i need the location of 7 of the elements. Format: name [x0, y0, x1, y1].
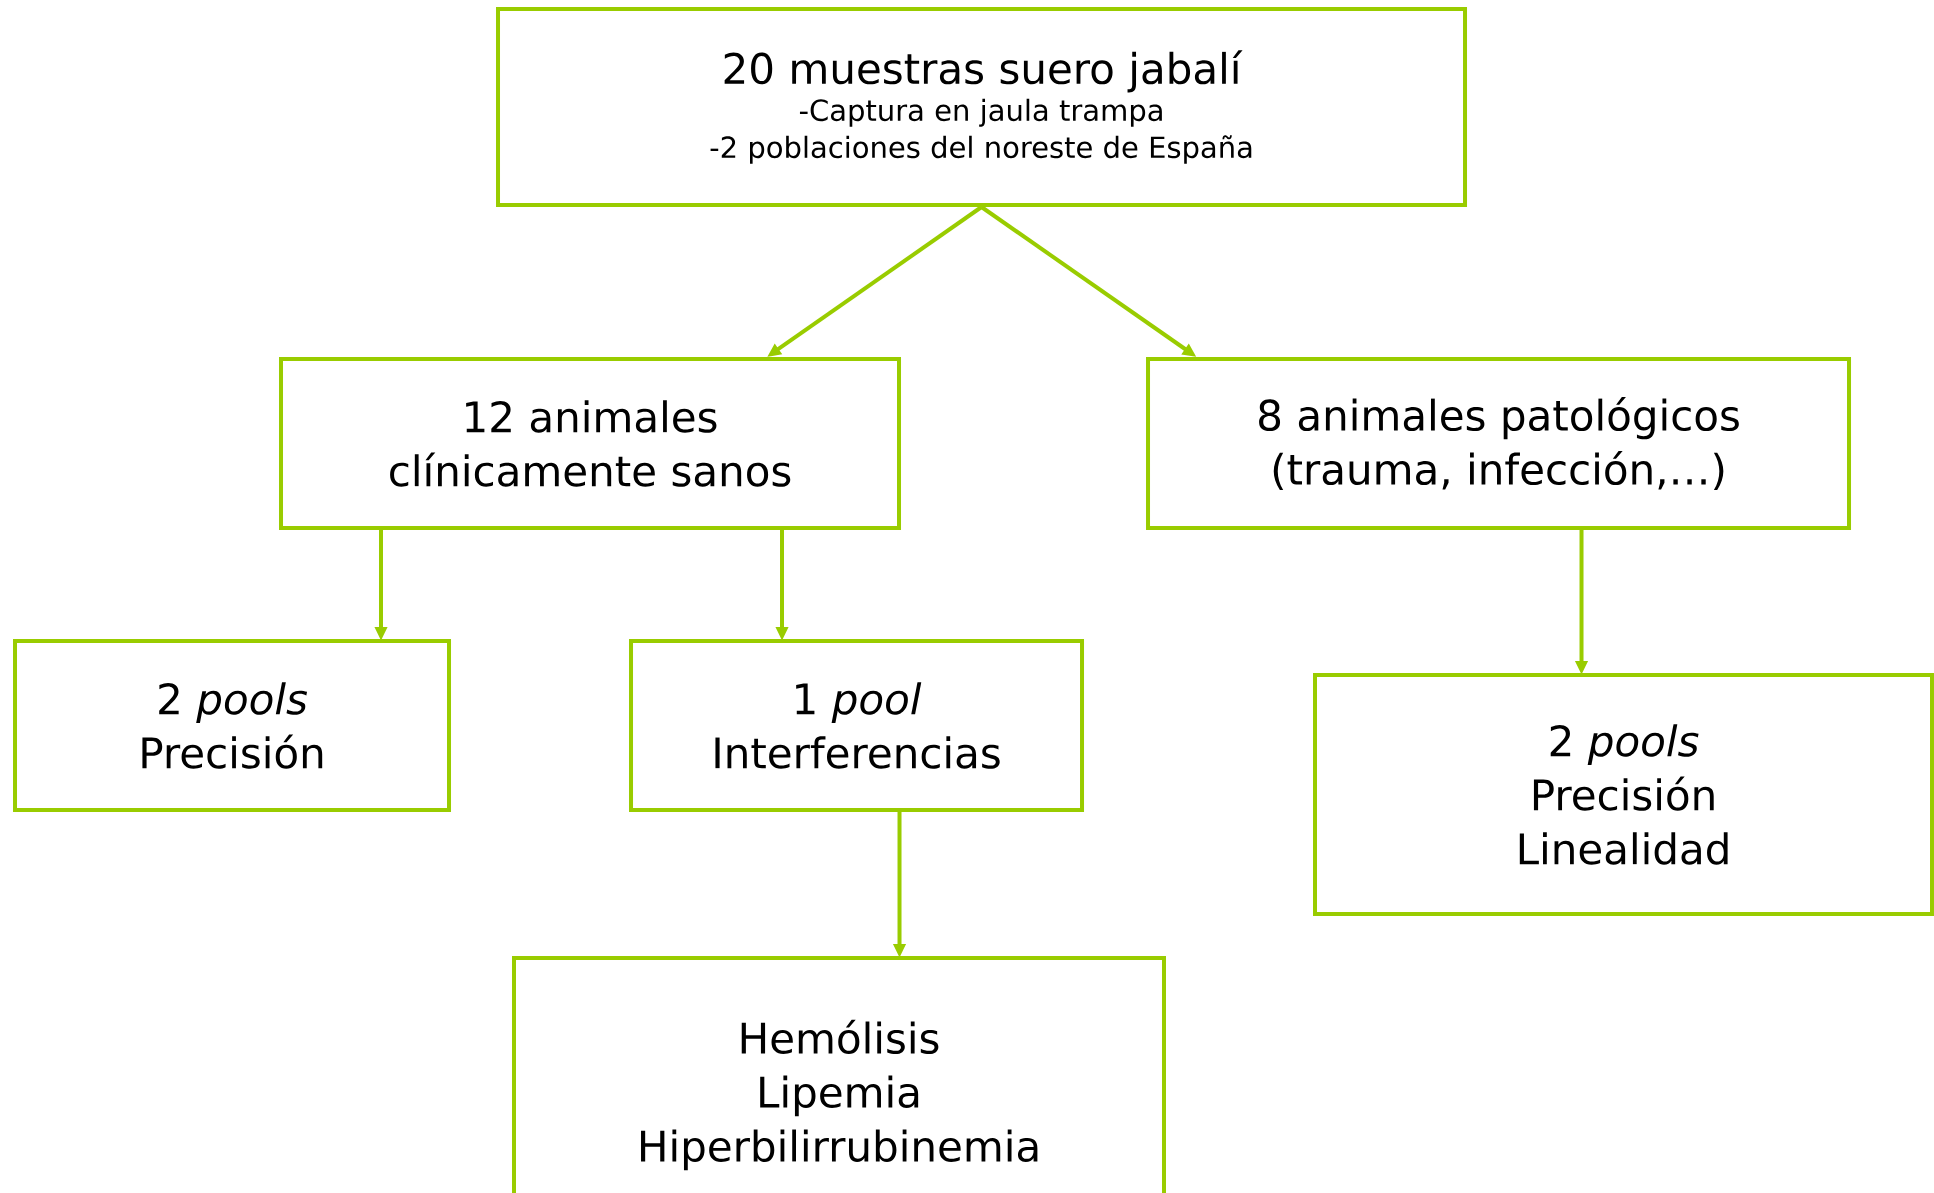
process-box: 20 muestras suero jabalí -Captura en jaula trampa -2 poblaciones del noreste de España — [496, 7, 1467, 207]
process-box: Hemólisis Lipemia Hiperbilirrubinemia — [512, 956, 1166, 1193]
process-box: 12 animales clínicamente sanos — [279, 357, 901, 530]
process-box: 2 pools Precisión — [13, 639, 451, 812]
process-box: 2 pools Precisión Linealidad — [1313, 673, 1934, 916]
process-box: 8 animales patológicos (trauma, infección,…) — [1146, 357, 1851, 530]
process-box: 1 pool Interferencias — [629, 639, 1084, 812]
